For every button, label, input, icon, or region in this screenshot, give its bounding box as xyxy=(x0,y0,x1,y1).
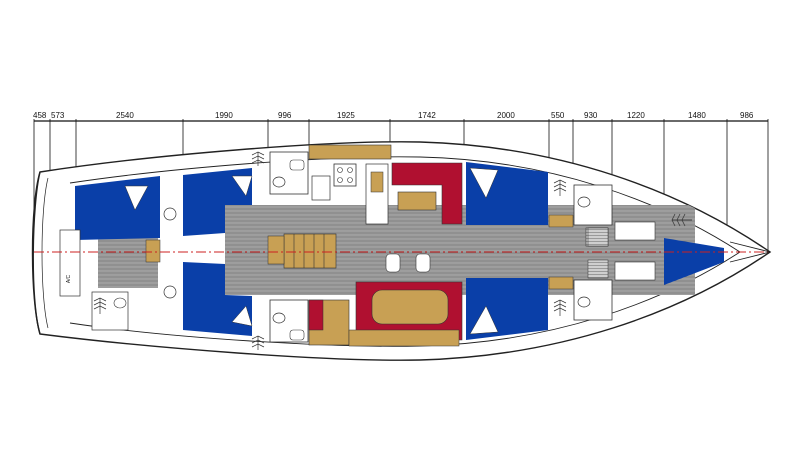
aft-port-berth xyxy=(75,176,160,240)
hanging-locker-icon xyxy=(251,335,265,350)
hanging-locker-icon xyxy=(553,179,567,196)
interior: A/C xyxy=(59,144,741,350)
dimension-label: 550 xyxy=(551,111,565,120)
galley-locker xyxy=(370,171,384,193)
burner-icon xyxy=(337,177,343,183)
shower-grate xyxy=(587,227,609,247)
bulkhead-locker xyxy=(548,214,574,228)
dimension-label: 573 xyxy=(51,111,65,120)
berth-pillow xyxy=(231,175,253,197)
forepeak-berth xyxy=(664,238,724,285)
dimension-label: 458 xyxy=(33,111,47,120)
aft-heads xyxy=(91,291,129,331)
washbasin-icon xyxy=(289,329,305,341)
toilet-icon xyxy=(577,296,591,308)
heads-forward-starboard xyxy=(573,279,613,321)
bulkhead-locker xyxy=(145,239,161,263)
aft-cabin-starboard-berth xyxy=(183,262,252,336)
deck-hatch-icon xyxy=(163,285,177,299)
hanging-locker-icon xyxy=(553,299,567,316)
berth-pillow xyxy=(469,167,499,199)
forepeak-heads xyxy=(614,221,656,241)
hanging-locker-icon xyxy=(671,213,692,227)
toilet-icon xyxy=(272,312,286,324)
dimension-label: 930 xyxy=(584,111,598,120)
washbasin-icon xyxy=(289,159,305,171)
hanging-locker-icon xyxy=(93,297,107,314)
transom-inner xyxy=(41,177,49,329)
dimension-labels: 458 573 2540 1990 996 1925 1742 2000 550… xyxy=(33,111,754,120)
dimension-label: 1742 xyxy=(418,111,436,120)
dimension-label: 2540 xyxy=(116,111,134,120)
toilet-icon xyxy=(577,196,591,208)
burner-icon xyxy=(347,167,353,173)
galley-sink xyxy=(311,175,331,201)
navigator-seat xyxy=(308,299,324,331)
galley-counter xyxy=(308,144,392,160)
dimension-label: 1990 xyxy=(215,111,233,120)
companionway-steps xyxy=(283,233,337,269)
shower-grate xyxy=(587,259,609,279)
berth-pillow xyxy=(469,305,499,335)
burner-icon xyxy=(347,177,353,183)
bow-point xyxy=(729,241,771,263)
hanging-locker-icon xyxy=(251,151,265,166)
ac-label: A/C xyxy=(66,274,72,283)
saloon-table-port xyxy=(397,191,437,211)
dimension-label: 1480 xyxy=(688,111,706,120)
hull: A/C xyxy=(31,141,772,361)
saloon-chair xyxy=(415,253,431,273)
saloon-settee-port xyxy=(391,162,463,225)
berth-pillow xyxy=(124,185,149,211)
stove xyxy=(333,163,357,187)
dimension-label: 996 xyxy=(278,111,292,120)
dimension-label: 1925 xyxy=(337,111,355,120)
dimension-label: 1220 xyxy=(627,111,645,120)
dimension-label: 2000 xyxy=(497,111,515,120)
saloon-chair xyxy=(385,253,401,273)
aft-cabin-port-berth xyxy=(183,168,252,236)
bulkhead-locker xyxy=(267,235,285,265)
saloon-trim xyxy=(348,329,460,347)
dimension-label: 986 xyxy=(740,111,754,120)
deck-hatch-icon xyxy=(163,207,177,221)
transom xyxy=(32,171,41,335)
dinette-table xyxy=(371,289,449,325)
ac-unit xyxy=(59,229,81,297)
forepeak-heads xyxy=(614,261,656,281)
bulkhead-locker xyxy=(548,276,574,290)
burner-icon xyxy=(337,167,343,173)
toilet-icon xyxy=(272,176,286,188)
heads-aft-port xyxy=(269,151,309,195)
toilet-icon xyxy=(113,297,127,309)
berth-pillow xyxy=(231,305,253,327)
